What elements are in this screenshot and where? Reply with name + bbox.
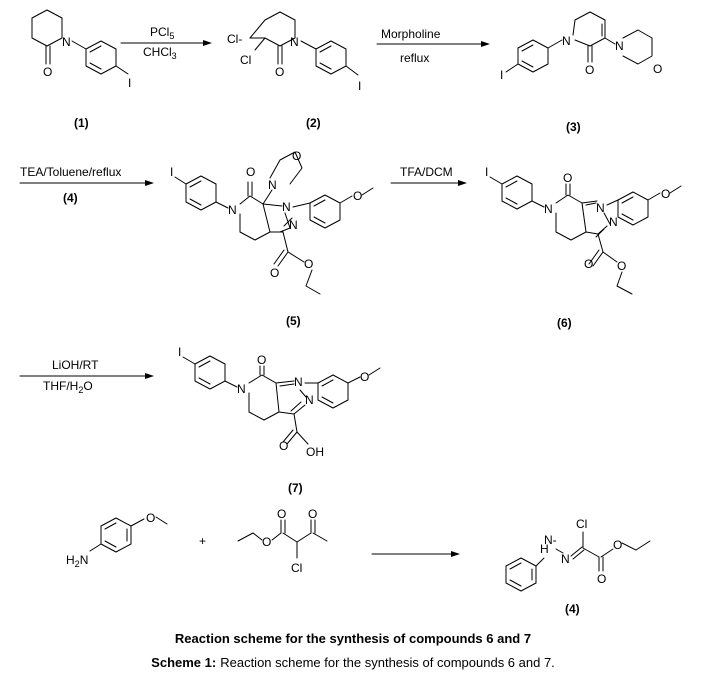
compound-1-structure: O N I [31,9,131,90]
compound-2-label: (2) [306,116,321,130]
atom-cl: Cl [576,517,587,531]
atom-o: O [661,187,670,201]
atom-o: O [585,63,594,77]
compound-5-structure: I N O N O N N O O O [170,149,374,295]
atom-n: N [596,201,605,215]
reagent-tfa-dcm: TFA/DCM [400,165,453,179]
atom-o: O [308,507,317,521]
caption-text: Reaction scheme for the synthesis of com… [220,655,555,670]
atom-n: N [282,200,291,214]
reagent-lioh-rt: LiOH/RT [52,358,99,372]
reaction-arrow-1 [120,40,212,46]
atom-i: I [358,79,361,93]
figure-caption: Scheme 1: Reaction scheme for the synthes… [151,655,555,670]
atom-cl: Cl- [227,32,242,46]
atom-n: N [294,375,303,389]
atom-n: N [562,34,571,48]
compound-7-structure: I N O N N O O OH [178,345,381,459]
atom-o: O [353,189,362,203]
atom-o: O [257,353,266,367]
atom-o: O [279,439,288,453]
atom-n: N [237,382,246,396]
compound-4-structure: H N- N Cl O O [505,517,651,592]
reagent-compound-4-ref: (4) [63,191,78,205]
atom-o: O [563,171,572,185]
caption-label: Scheme 1: [151,655,216,670]
atom-o: O [270,266,279,280]
atom-o: O [584,257,593,271]
atom-i: I [500,68,503,82]
compound-3-label: (3) [566,120,581,134]
atom-n: N [544,202,553,216]
atom-n: N- [544,533,557,547]
compound-6-structure: I N O N N O O O [485,165,682,295]
atom-o: O [275,65,284,79]
atom-o: O [613,538,622,552]
compound-7-label: (7) [288,481,303,495]
p-anisidine-structure: O H2N [66,511,168,569]
reaction-arrow-4 [390,180,467,186]
atom-n: N [305,393,314,407]
atom-i: I [485,165,488,179]
compound-4-label: (4) [565,602,580,616]
atom-n: N [289,218,298,232]
reagent-morpholine: Morpholine [381,27,441,41]
atom-cl: Cl [291,561,302,575]
atom-cl: Cl [240,53,251,67]
atom-o: O [360,370,369,384]
reaction-arrow-2 [376,41,490,47]
atom-n: N [615,39,624,53]
solvent-thf-h2o: THF/H2O [43,379,93,395]
atom-o: O [597,572,606,586]
atom-o: O [246,165,255,179]
reaction-arrow-6 [371,551,460,557]
ethyl-2-chloroacetoacetate-structure: O O Cl O [237,507,328,575]
atom-o: O [277,507,286,521]
atom-o: O [43,65,52,79]
atom-oh: OH [306,445,324,459]
atom-n: N [290,35,299,49]
reagent-tea-toluene-reflux: TEA/Toluene/reflux [20,165,121,179]
atom-n: N [561,552,570,566]
atom-h2n: H2N [66,553,88,569]
compound-5-label: (5) [286,314,301,328]
atom-i: I [128,76,131,90]
atom-n: N [62,35,71,49]
atom-n: N [228,203,237,217]
atom-o: O [146,511,155,525]
reaction-arrow-3 [19,180,154,186]
figure-heading: Reaction scheme for the synthesis of com… [175,631,531,646]
compound-3-structure: I N O N O [500,11,662,82]
compound-1-label: (1) [74,116,89,130]
atom-o: O [617,259,626,273]
plus-sign: + [199,534,206,548]
atom-o: O [262,535,271,549]
atom-h: H [540,542,549,556]
atom-n: N [268,178,277,192]
atom-o: O [653,62,662,76]
atom-i: I [178,345,181,359]
compound-2-structure: Cl- Cl O N I [227,11,361,93]
atom-o: O [304,257,313,271]
compound-6-label: (6) [557,316,572,330]
atom-n: N [609,215,618,229]
atom-o: O [292,149,301,163]
reaction-arrow-5 [19,373,154,379]
solvent-chcl3: CHCl3 [143,45,177,61]
condition-reflux: reflux [400,51,429,65]
reagent-pcl5: PCl5 [150,25,174,41]
atom-i: I [170,165,173,179]
